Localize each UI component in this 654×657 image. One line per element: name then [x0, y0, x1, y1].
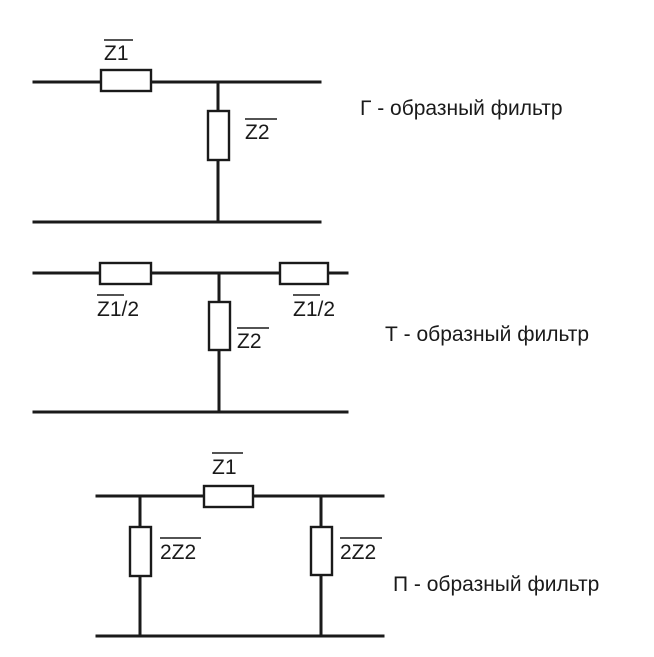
p-filter-caption: П - образный фильтр — [393, 573, 599, 596]
t-right-series-label: Z1/2 — [293, 298, 335, 321]
t-shunt-resistor — [207, 300, 232, 352]
p-filter: Z1 2Z2 2Z2 П - образный фильтр — [95, 452, 599, 638]
g-series-resistor — [99, 68, 153, 93]
g-shunt-label: Z2 — [245, 121, 270, 144]
p-right-shunt-label: 2Z2 — [340, 541, 376, 564]
t-shunt-label: Z2 — [237, 330, 262, 353]
g-filter-caption: Г - образный фильтр — [360, 97, 563, 120]
t-left-series-resistor — [98, 261, 153, 286]
g-series-label: Z1 — [104, 42, 129, 65]
t-right-series-resistor — [278, 261, 330, 286]
g-shunt-resistor — [206, 109, 231, 162]
g-filter: Z1 Z2 Г - образный фильтр — [32, 39, 563, 224]
t-left-series-label: Z1/2 — [97, 298, 139, 321]
p-left-shunt-label: 2Z2 — [160, 541, 196, 564]
p-series-resistor — [202, 484, 255, 509]
t-filter-caption: Т - образный фильтр — [385, 323, 589, 346]
p-series-label: Z1 — [212, 456, 237, 479]
p-right-shunt-resistor — [309, 525, 334, 577]
p-left-shunt-resistor — [128, 525, 153, 578]
t-filter: Z1/2 Z1/2 Z2 Т - образный фильтр — [32, 261, 589, 414]
